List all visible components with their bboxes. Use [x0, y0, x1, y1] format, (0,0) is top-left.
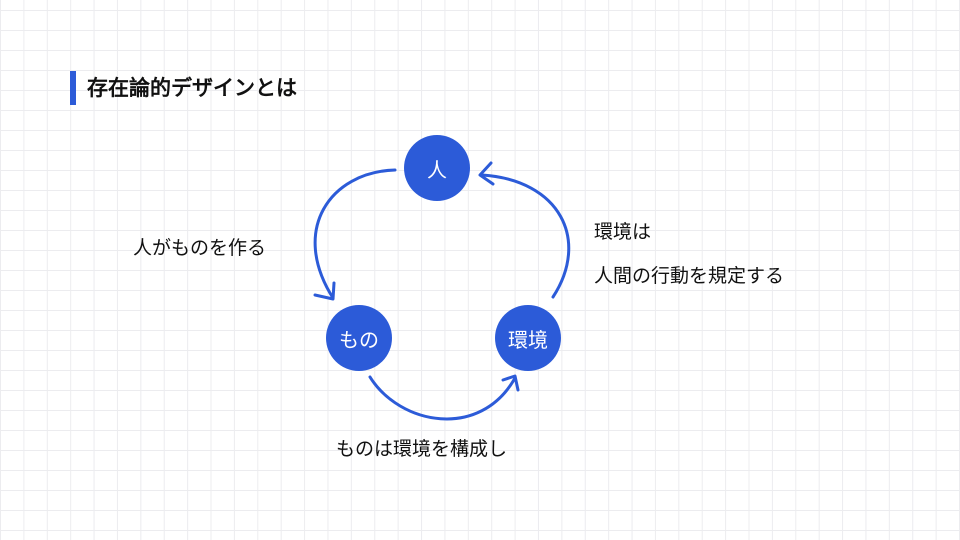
node-person: 人: [404, 135, 470, 201]
arrowhead-person-to-thing: [313, 281, 336, 301]
label-env-to-person-2: 人間の行動を規定する: [594, 265, 785, 287]
label-thing-to-env: ものは環境を構成し: [336, 438, 508, 460]
arrow-person-to-thing: [313, 168, 397, 300]
node-environment: 環境: [495, 305, 561, 371]
label-person-to-thing: 人がものを作る: [133, 237, 267, 259]
arrowhead-env-to-person: [478, 161, 495, 186]
arrow-env-to-person: [480, 173, 571, 299]
node-thing: もの: [326, 305, 392, 371]
page-title: 存在論的デザインとは: [87, 76, 297, 100]
label-env-to-person-1: 環境は: [594, 221, 652, 243]
arrowhead-thing-to-env: [501, 374, 520, 392]
arrow-thing-to-env: [368, 375, 517, 421]
title-accent-bar: [70, 71, 76, 105]
